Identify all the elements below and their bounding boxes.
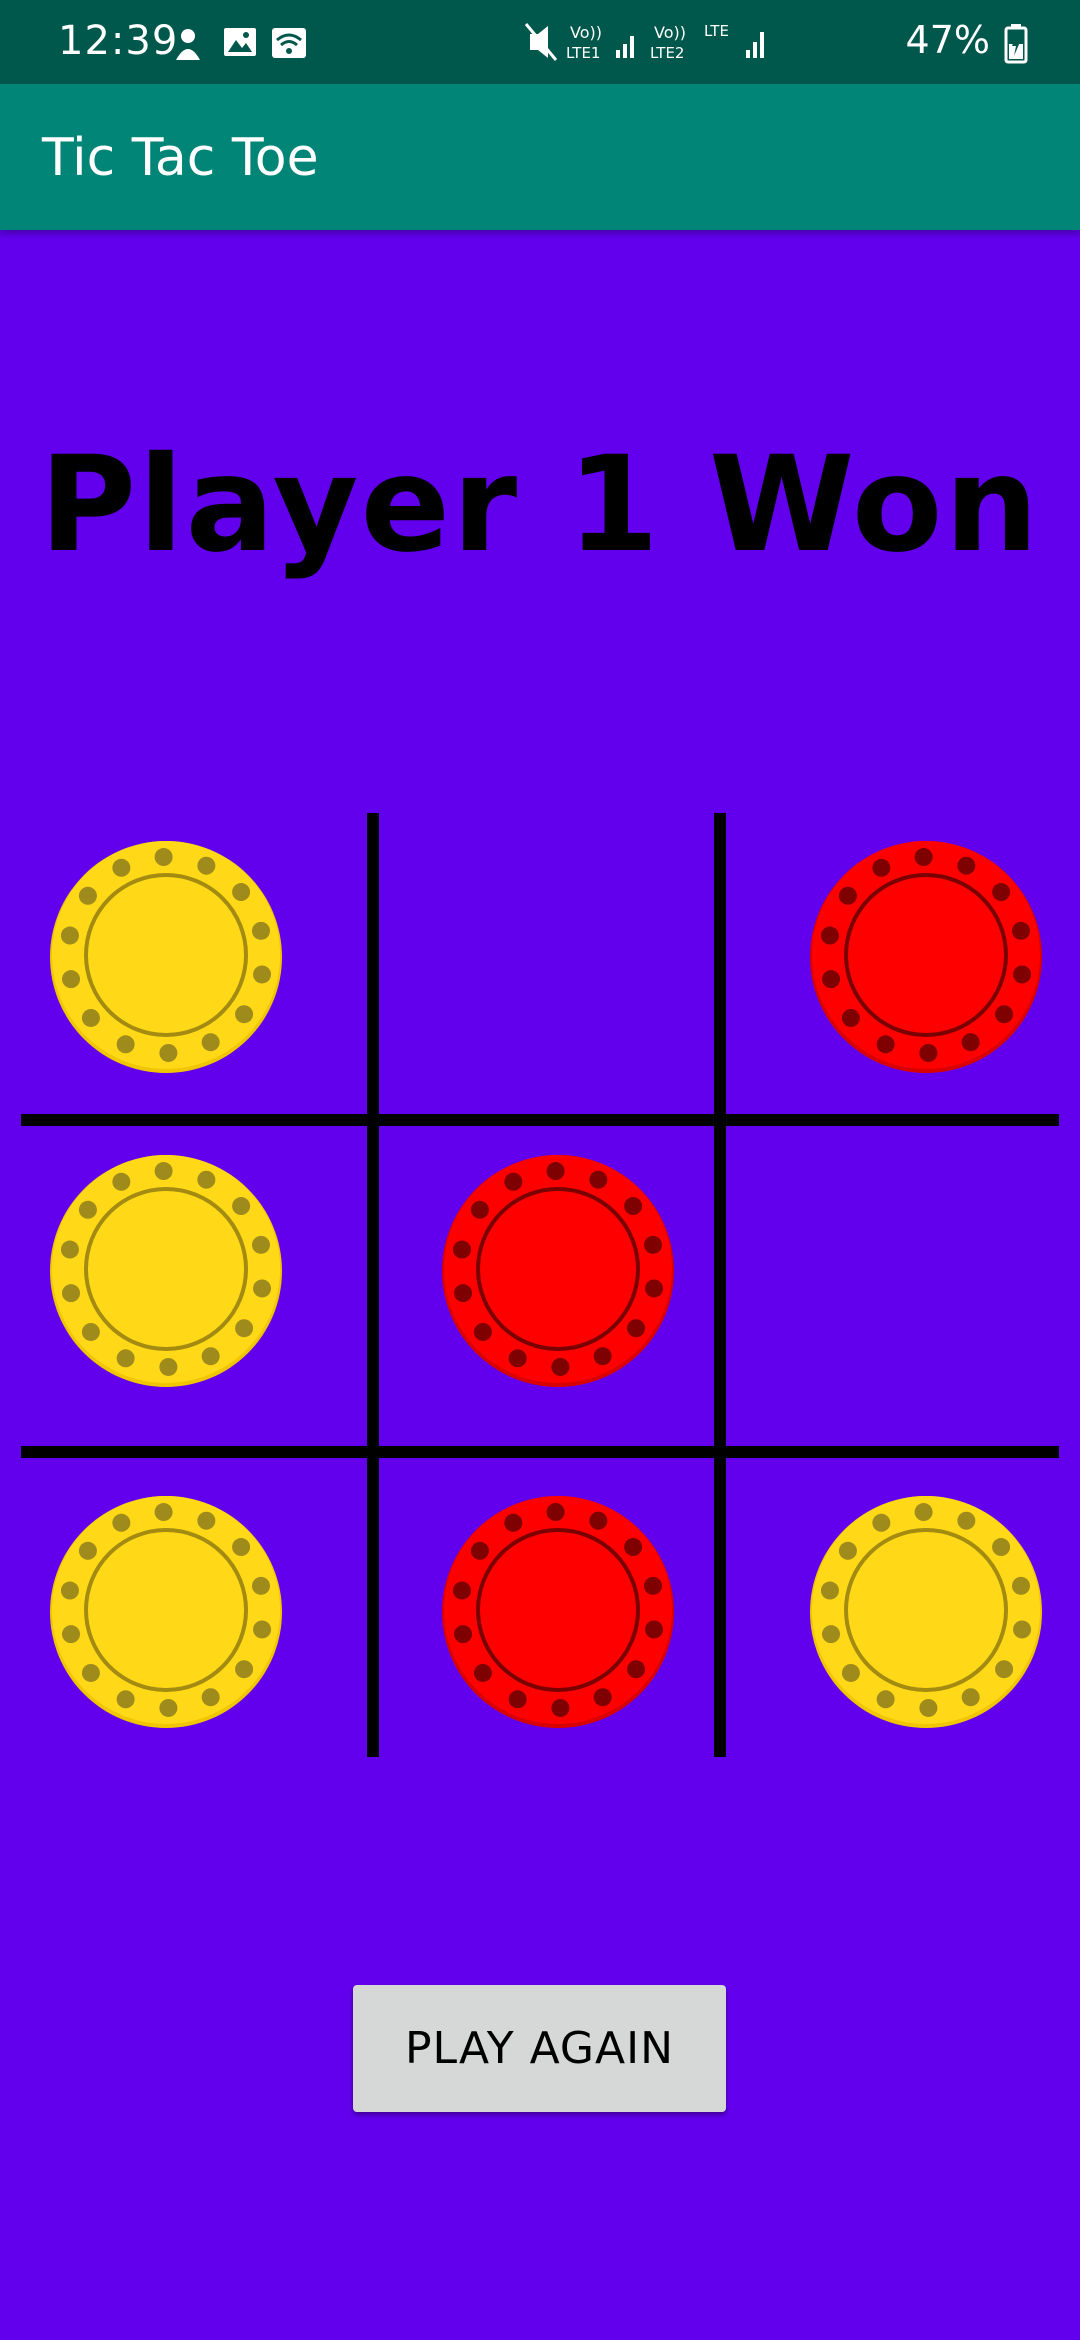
- board-cell-4[interactable]: [6, 1130, 346, 1460]
- app-title: Tic Tac Toe: [42, 128, 319, 188]
- board-cell-6[interactable]: [732, 1130, 1072, 1460]
- yellow-chip: [810, 1496, 1042, 1728]
- wifi-icon: [272, 28, 306, 58]
- board-cell-2[interactable]: [385, 790, 725, 1120]
- battery-percent: 47%: [905, 18, 990, 62]
- svg-text:LTE: LTE: [704, 22, 729, 40]
- app-bar: Tic Tac Toe: [0, 84, 1080, 230]
- board-vline-right: [714, 813, 726, 1757]
- red-chip: [810, 841, 1042, 1073]
- board-cell-9[interactable]: [732, 1460, 1072, 1790]
- board-cell-1[interactable]: [6, 790, 346, 1120]
- yellow-chip: [50, 1155, 282, 1387]
- svg-text:Vo)): Vo)): [654, 23, 686, 42]
- status-right-icons: Vo)) LTE1 Vo)) LTE2 LTE: [524, 22, 764, 62]
- battery-icon: [1004, 24, 1028, 64]
- svg-text:LTE1: LTE1: [566, 44, 600, 62]
- board-hline-bottom: [21, 1446, 1059, 1458]
- board-hline-top: [21, 1114, 1059, 1126]
- board-cell-3[interactable]: [732, 790, 1072, 1120]
- status-left-icons: [176, 28, 306, 60]
- board-cell-8[interactable]: [385, 1460, 725, 1790]
- red-chip: [442, 1155, 674, 1387]
- mute-icon: [524, 23, 558, 61]
- yellow-chip: [50, 1496, 282, 1728]
- red-chip: [442, 1496, 674, 1728]
- notification-icon: [176, 29, 200, 60]
- game-result-text: Player 1 Won: [39, 428, 1041, 582]
- svg-text:Vo)): Vo)): [570, 23, 602, 42]
- board-vline-left: [367, 813, 379, 1757]
- lte2-signal-icon: Vo)) LTE2 LTE: [650, 22, 764, 62]
- board-cell-7[interactable]: [6, 1460, 346, 1790]
- svg-text:LTE2: LTE2: [650, 44, 684, 62]
- status-time: 12:39: [58, 18, 179, 64]
- status-bar: 12:39 Vo)) LTE1 Vo)): [0, 0, 1080, 84]
- yellow-chip: [50, 841, 282, 1073]
- image-icon: [224, 28, 256, 56]
- lte1-signal-icon: Vo)) LTE1: [566, 23, 634, 62]
- play-again-button[interactable]: PLAY AGAIN: [353, 1985, 726, 2112]
- board-cell-5[interactable]: [385, 1130, 725, 1460]
